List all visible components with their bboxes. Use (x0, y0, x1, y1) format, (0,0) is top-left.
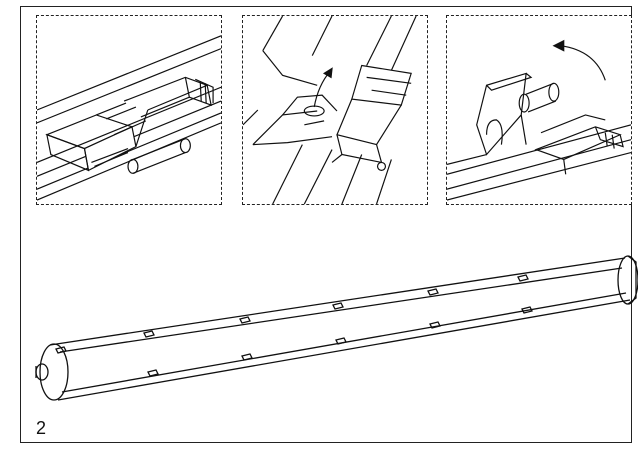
bottom-clips (147, 306, 533, 377)
tube-bottom-edge (57, 299, 631, 401)
clip-rotate-illustration (447, 39, 631, 201)
tube-top-edge (49, 257, 626, 346)
right-end-cap (617, 255, 638, 305)
clip-lift-illustration (243, 16, 417, 204)
detail-panel-clip-rotate (446, 15, 632, 205)
left-end-cap (39, 343, 69, 401)
step-number: 2 (36, 418, 47, 438)
clip-closed-illustration (37, 35, 221, 201)
top-clips (55, 274, 529, 354)
detail-panel-clip-lift (242, 15, 428, 205)
instruction-frame (20, 6, 632, 443)
detail-panel-clip-closed (36, 15, 222, 205)
